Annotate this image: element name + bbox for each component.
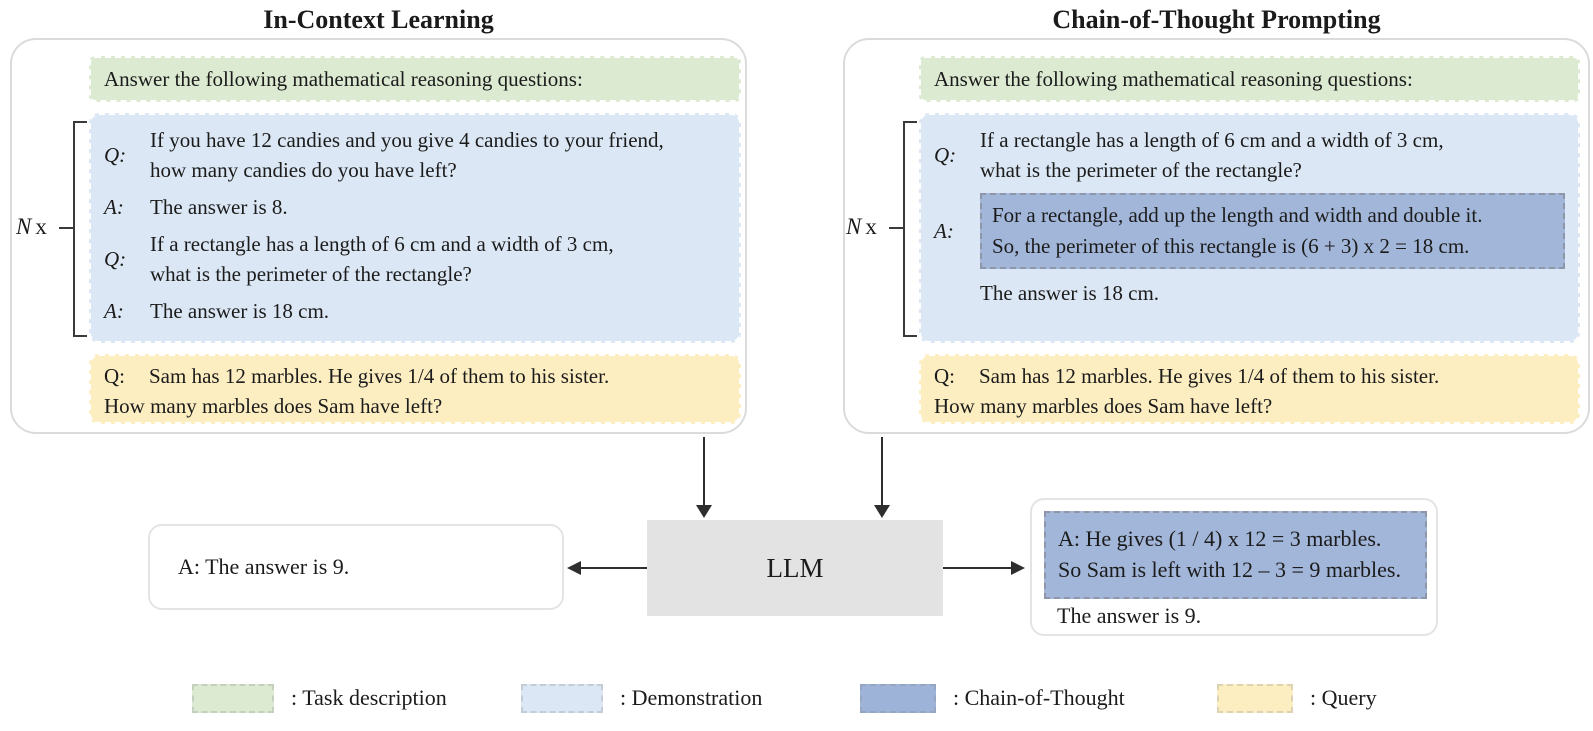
legend-swatch-chain-of-thought: [860, 683, 936, 713]
cot-output-highlight-box: A: He gives (1 / 4) x 12 = 3 marbles. So…: [1044, 511, 1427, 599]
arrow-to-cot-output-line: [943, 567, 1011, 569]
llm-label: LLM: [766, 552, 824, 583]
arrow-down-right-head: [874, 505, 890, 518]
cot-output-line1: A: He gives (1 / 4) x 12 = 3 marbles.: [1058, 526, 1382, 551]
qa-row: Q: If you have 12 candies and you give 4…: [104, 125, 726, 185]
icl-task-description-text: Answer the following mathematical reason…: [104, 66, 583, 91]
q-text: If you have 12 candies and you give 4 ca…: [150, 128, 664, 152]
q-label: Q:: [104, 247, 127, 271]
arrow-down-left-head: [696, 505, 712, 518]
q-label: Q:: [934, 143, 957, 167]
query-label: Q:: [104, 364, 125, 388]
chain-of-thought-box: For a rectangle, add up the length and w…: [980, 193, 1565, 269]
cot-query-box: Q: Sam has 12 marbles. He gives 1/4 of th…: [919, 354, 1580, 424]
arrow-to-cot-output-head: [1011, 561, 1025, 575]
legend-label: : Chain-of-Thought: [953, 685, 1125, 710]
query-line2: How many marbles does Sam have left?: [934, 394, 1273, 418]
arrow-down-left-line: [703, 437, 705, 509]
qa-row: Q: If a rectangle has a length of 6 cm a…: [104, 229, 726, 289]
bracket-tick: [889, 227, 903, 229]
cot-demonstration-box: Q: If a rectangle has a length of 6 cm a…: [919, 113, 1580, 343]
icl-demonstration-box: Q: If you have 12 candies and you give 4…: [89, 113, 741, 343]
arrow-to-icl-output-line: [581, 567, 647, 569]
cot-line1: For a rectangle, add up the length and w…: [992, 203, 1483, 227]
legend-swatch-query: [1217, 683, 1293, 713]
query-label: Q:: [934, 364, 955, 388]
q-text: what is the perimeter of the rectangle?: [980, 158, 1302, 182]
cot-panel: Answer the following mathematical reason…: [843, 38, 1590, 434]
a-label: A:: [104, 299, 124, 323]
cot-line2: So, the perimeter of this rectangle is (…: [992, 234, 1470, 258]
cot-task-description-box: Answer the following mathematical reason…: [919, 56, 1580, 102]
q-text: If a rectangle has a length of 6 cm and …: [980, 128, 1444, 152]
legend-label: : Query: [1310, 685, 1377, 710]
a-text: The answer is 8.: [150, 195, 288, 219]
qa-row: A: The answer is 8.: [104, 192, 726, 222]
legend-label: : Demonstration: [620, 685, 763, 710]
cot-title: Chain-of-Thought Prompting: [1052, 5, 1381, 34]
repeat-bracket: [903, 121, 917, 337]
legend-item-query: : Query: [1217, 683, 1377, 713]
icl-title: In-Context Learning: [263, 5, 494, 34]
arrow-to-icl-output-head: [567, 561, 581, 575]
cot-output-line2: So Sam is left with 12 – 3 = 9 marbles.: [1058, 557, 1401, 582]
icl-panel: Answer the following mathematical reason…: [10, 38, 747, 434]
qa-row: A: The answer is 18 cm.: [104, 296, 726, 326]
icl-task-description-box: Answer the following mathematical reason…: [89, 56, 741, 102]
legend-item-task-description: : Task description: [192, 683, 447, 713]
legend-item-chain-of-thought: : Chain-of-Thought: [860, 683, 1125, 713]
q-text: how many candies do you have left?: [150, 158, 457, 182]
icl-output-text: A: The answer is 9.: [178, 554, 350, 579]
q-text: If a rectangle has a length of 6 cm and …: [150, 232, 614, 256]
legend-swatch-task-description: [192, 683, 274, 713]
a-label: A:: [934, 219, 954, 243]
cot-final-answer-text: The answer is 18 cm.: [980, 281, 1160, 305]
cot-output-final-text: The answer is 9.: [1057, 603, 1202, 628]
q-text: what is the perimeter of the rectangle?: [150, 262, 472, 286]
q-label: Q:: [104, 143, 127, 167]
query-line1: Sam has 12 marbles. He gives 1/4 of them…: [149, 364, 610, 388]
qa-row: Q: If a rectangle has a length of 6 cm a…: [934, 125, 1565, 185]
icl-output-box: A: The answer is 9.: [148, 524, 564, 610]
cot-task-description-text: Answer the following mathematical reason…: [934, 66, 1413, 91]
repeat-bracket: [73, 121, 87, 337]
a-label: A:: [104, 195, 124, 219]
a-text: The answer is 18 cm.: [150, 299, 330, 323]
legend-item-demonstration: : Demonstration: [521, 683, 762, 713]
query-line2: How many marbles does Sam have left?: [104, 394, 443, 418]
legend-swatch-demonstration: [521, 683, 603, 713]
query-line1: Sam has 12 marbles. He gives 1/4 of them…: [979, 364, 1440, 388]
legend-label: : Task description: [291, 685, 447, 710]
cot-output-box: A: He gives (1 / 4) x 12 = 3 marbles. So…: [1030, 498, 1438, 636]
icl-query-box: Q: Sam has 12 marbles. He gives 1/4 of th…: [89, 354, 741, 424]
arrow-down-right-line: [881, 437, 883, 509]
qa-row: A: For a rectangle, add up the length an…: [934, 193, 1565, 269]
bracket-tick: [59, 227, 73, 229]
llm-box: LLM: [647, 520, 943, 616]
